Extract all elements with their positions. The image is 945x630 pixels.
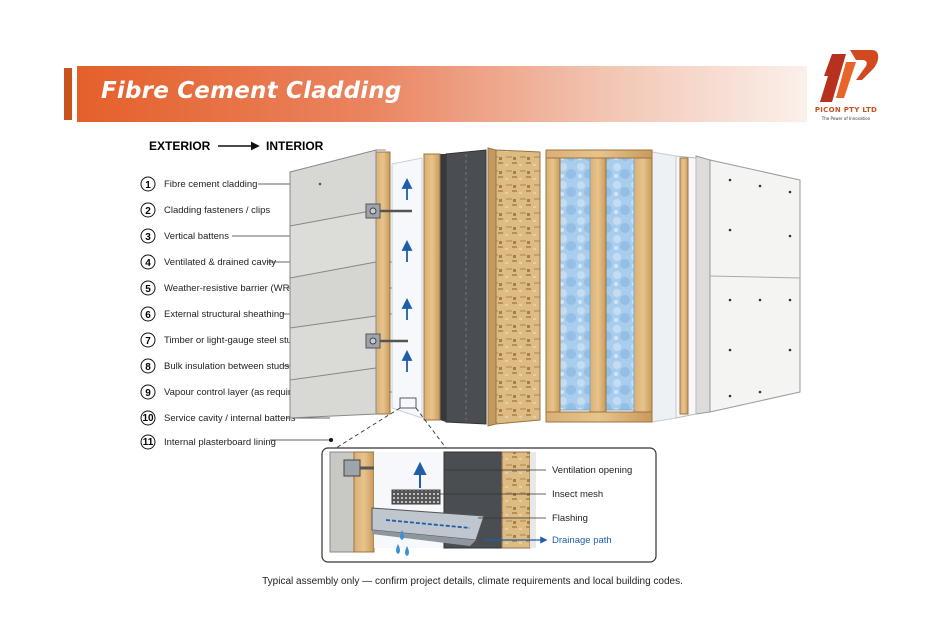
legend-label: Fibre cement cladding [164, 179, 257, 190]
legend-number-badge [140, 410, 156, 426]
legend-label: Weather-resistive barrier (WRB) [164, 283, 299, 294]
interior-label: INTERIOR [266, 139, 324, 153]
legend-number-badge [140, 384, 156, 400]
insect-mesh-label: Insect mesh [552, 489, 603, 500]
fibre-cement-cladding [289, 149, 386, 419]
cladding-fastener-icon [365, 333, 408, 349]
plasterboard-lining-layer [695, 155, 801, 415]
cladding-batten [375, 151, 391, 415]
logo-name: PICON PTY LTD [814, 106, 878, 114]
legend-number: 8 [145, 362, 151, 373]
legend-label: External structural sheathing [164, 309, 284, 320]
structural-sheathing-layer [487, 147, 541, 427]
legend-label: Ventilated & drained cavity [164, 257, 276, 268]
legend-item: 7 Timber or light-gauge steel studs [140, 332, 370, 348]
legend-number: 10 [142, 413, 154, 424]
ventilated-cavity [391, 157, 423, 419]
legend-number-badge [140, 176, 156, 192]
legend-number: 1 [145, 180, 151, 191]
legend-number-badge [140, 358, 156, 374]
legend-number-badge [140, 332, 156, 348]
airflow-arrow-icon [413, 461, 427, 488]
logo-mark-icon [820, 50, 879, 102]
legend-label: Service cavity / internal battens [164, 413, 296, 424]
legend-number-badge [140, 228, 156, 244]
layer-legend: 1 Fibre cement cladding 2 Cladding faste… [140, 176, 396, 450]
legend-number: 4 [145, 258, 151, 269]
legend-label: Cladding fasteners / clips [164, 205, 270, 216]
legend-number-badge [140, 254, 156, 270]
exploded-wall-layers [289, 147, 801, 427]
diagram-caption: Typical assembly only — confirm project … [262, 576, 683, 587]
legend-number: 6 [145, 310, 151, 321]
drainage-detail-inset: Ventilation opening Insect mesh Flashing… [321, 447, 657, 563]
legend-label: Vapour control layer (as required) [164, 387, 305, 398]
legend-label: Internal plasterboard lining [164, 437, 276, 448]
vapour-control-layer [651, 151, 677, 423]
legend-item: 11 Internal plasterboard lining [140, 434, 333, 450]
stud-frame-with-insulation [545, 149, 653, 423]
legend-number: 11 [143, 437, 154, 448]
drainage-path-label: Drainage path [552, 535, 612, 546]
legend-number: 5 [145, 284, 151, 295]
exterior-label: EXTERIOR [149, 139, 211, 153]
cladding-fastener-icon [365, 203, 412, 219]
flashing-label: Flashing [552, 513, 588, 524]
insect-mesh-icon [391, 489, 441, 505]
legend-label: Timber or light-gauge steel studs [164, 335, 302, 346]
legend-number: 9 [145, 388, 151, 399]
service-cavity-battens [675, 155, 697, 419]
page-title: Fibre Cement Cladding [101, 78, 402, 104]
legend-item: 1 Fibre cement cladding [140, 176, 292, 192]
legend-number: 2 [145, 206, 151, 217]
title-banner: Fibre Cement Cladding [77, 66, 807, 122]
logo-tagline: The Power of Innovation [821, 116, 871, 121]
legend-label: Vertical battens [164, 231, 229, 242]
legend-number: 7 [145, 336, 151, 347]
legend-number: 3 [145, 232, 151, 243]
legend-number-badge [140, 202, 156, 218]
vertical-batten [423, 153, 441, 421]
banner-accent [64, 68, 72, 120]
legend-number-badge [140, 280, 156, 296]
weather-resistive-barrier-layer [440, 149, 487, 425]
legend-label: Bulk insulation between studs [164, 361, 289, 372]
water-drop-icon [396, 530, 409, 556]
company-logo: PICON PTY LTD The Power of Innovation [806, 46, 886, 126]
legend-number-badge [140, 306, 156, 322]
legend-number-badge [140, 434, 156, 450]
ventilation-opening-label: Ventilation opening [552, 465, 632, 476]
